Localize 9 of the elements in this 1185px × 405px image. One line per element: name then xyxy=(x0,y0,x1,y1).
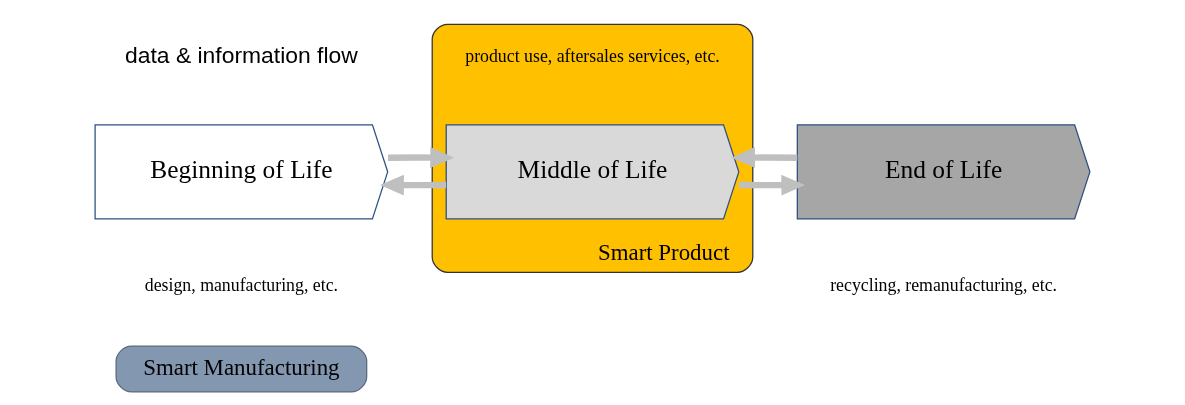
arrow xyxy=(731,146,798,168)
arrow xyxy=(739,174,806,196)
node-label: design, manufacturing, etc. xyxy=(144,274,339,295)
arrow xyxy=(387,146,455,168)
node-box: Smart Manufacturing xyxy=(115,344,368,393)
node-label: recycling, remanufacturing, etc. xyxy=(830,274,1058,295)
label: data & information flow xyxy=(125,41,358,68)
node-label: product use, aftersales services, etc. xyxy=(465,45,720,66)
arrow xyxy=(380,174,447,196)
